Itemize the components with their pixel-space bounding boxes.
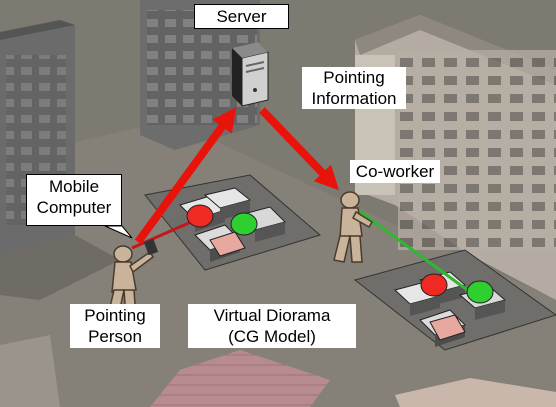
pointing-information-label: Pointing Information: [298, 66, 410, 110]
marker-red-left: [186, 204, 214, 228]
arrow-server-to-coworker: [259, 107, 339, 191]
server-label: Server: [194, 4, 289, 29]
marker-green-left: [230, 212, 258, 236]
arrow-person-to-server: [134, 107, 237, 245]
rooftop-bottom-left: [150, 350, 330, 407]
mobile-computer-device: [143, 238, 159, 256]
pointing-ray-person: [131, 216, 201, 250]
marker-red-right: [420, 273, 448, 297]
co-worker-figure: [333, 191, 374, 263]
virtual-diorama-label: Virtual Diorama (CG Model): [188, 304, 356, 348]
server-label-text: Server: [216, 7, 267, 26]
marker-green-right: [466, 280, 494, 304]
mobile-computer-label: Mobile Computer: [26, 174, 122, 226]
pointing-ray-coworker: [354, 206, 471, 294]
co-worker-label: Co-worker: [350, 160, 440, 183]
pointing-person-label: Pointing Person: [70, 304, 160, 348]
server-computer: [232, 42, 269, 107]
rooftop-bottom-right: [395, 378, 556, 407]
